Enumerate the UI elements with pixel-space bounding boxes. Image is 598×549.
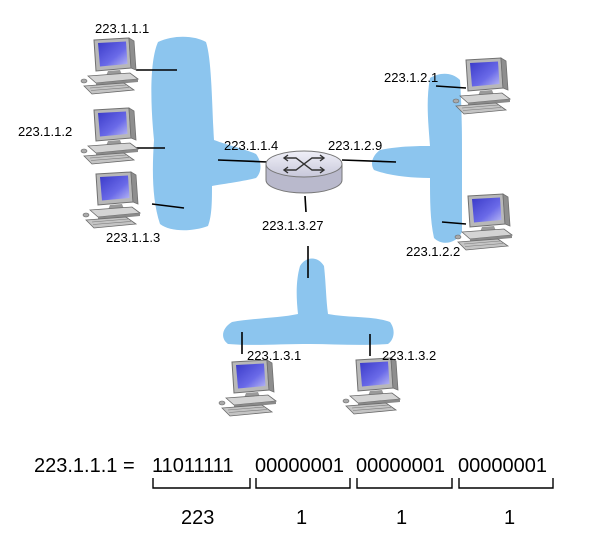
decimal-octet: 223 bbox=[181, 507, 214, 529]
decimal-octet: 1 bbox=[504, 507, 515, 529]
octet-brackets bbox=[152, 478, 554, 489]
decimal-octet: 1 bbox=[296, 507, 307, 529]
binary-octet: 00000001 bbox=[458, 455, 547, 477]
subnet-1-lan bbox=[151, 36, 261, 231]
subnet-3-lan bbox=[223, 258, 394, 345]
dotted-decimal-equation: 223.1.1.1 = bbox=[34, 455, 135, 477]
router-icon bbox=[265, 150, 343, 194]
host-223-1-2-2-computer-icon bbox=[454, 193, 513, 251]
octet-bracket bbox=[458, 478, 554, 489]
host-address-label: 223.1.2.2 bbox=[406, 244, 460, 259]
host-address-label: 223.1.1.3 bbox=[106, 230, 160, 245]
host-223-1-2-1-computer-icon bbox=[452, 57, 511, 115]
host-223-1-1-1-computer-icon bbox=[80, 37, 139, 95]
binary-octet: 00000001 bbox=[255, 455, 344, 477]
host-address-label: 223.1.2.1 bbox=[384, 70, 438, 85]
octet-bracket bbox=[255, 478, 351, 489]
links bbox=[136, 69, 467, 356]
router-interface-label: 223.1.2.9 bbox=[328, 138, 382, 153]
decimal-octet: 1 bbox=[396, 507, 407, 529]
host-address-label: 223.1.1.2 bbox=[18, 124, 72, 139]
octet-bracket bbox=[356, 478, 453, 489]
binary-octet: 11011111 bbox=[152, 455, 234, 477]
host-address-label: 223.1.3.1 bbox=[247, 348, 301, 363]
host-223-1-3-1-computer-icon bbox=[218, 359, 277, 417]
octet-bracket bbox=[152, 478, 251, 489]
host-223-1-3-2-computer-icon bbox=[342, 357, 401, 415]
router-interface-label: 223.1.3.27 bbox=[262, 218, 323, 233]
binary-breakdown: 223.1.1.1 = 11011111 00000001 00000001 0… bbox=[34, 455, 554, 529]
host-223-1-1-2-computer-icon bbox=[80, 107, 139, 165]
host-address-label: 223.1.1.1 bbox=[95, 21, 149, 36]
router-interface-label: 223.1.1.4 bbox=[224, 138, 278, 153]
binary-octet: 00000001 bbox=[356, 455, 445, 477]
host-address-label: 223.1.3.2 bbox=[382, 348, 436, 363]
subnet-2-lan bbox=[372, 73, 462, 243]
host-223-1-1-3-computer-icon bbox=[82, 171, 141, 229]
